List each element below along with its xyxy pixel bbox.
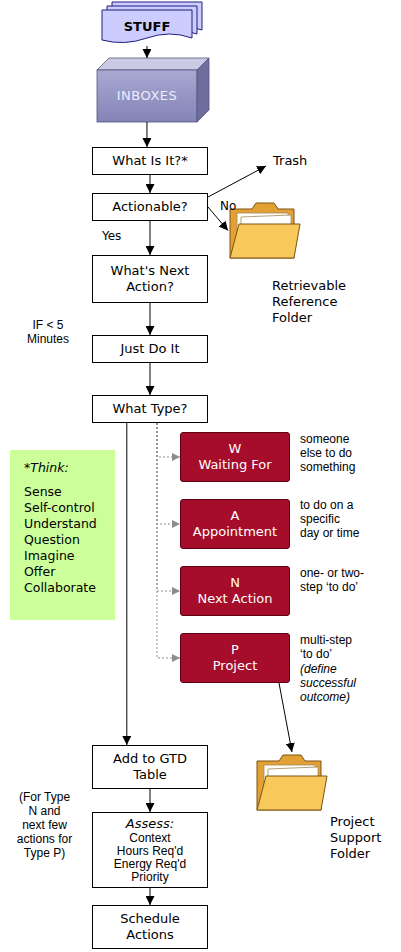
note-box: *Think: Sense Self-control Understand Que… — [10, 450, 115, 620]
inbox-box: INBOXES — [97, 58, 209, 122]
arrow-connector — [150, 221, 151, 255]
type-box: NNext Action — [180, 566, 290, 616]
box-top — [97, 58, 209, 70]
node-text: Add to GTD Table — [97, 751, 203, 783]
node-text: What's Next Action? — [97, 263, 203, 295]
document-page — [102, 10, 192, 43]
node-text: Actionable? — [112, 199, 187, 215]
annotation-text: Trash — [273, 153, 307, 169]
type-box: PProject — [180, 633, 290, 683]
dotted-connector — [157, 423, 180, 457]
arrow-connector — [150, 303, 151, 335]
node-text: Appointment — [193, 524, 277, 540]
trash-arrow — [208, 166, 266, 197]
decision-box: What Type? — [92, 395, 208, 423]
edge-label: Yes — [102, 229, 121, 243]
document-stack: STUFF — [102, 2, 204, 46]
node-text: Just Do It — [120, 341, 179, 357]
arrow-connector — [150, 363, 151, 395]
node-shape — [255, 752, 395, 870]
node-text: INBOXES — [97, 88, 197, 104]
node-text: What Is It?* — [112, 153, 187, 169]
node-text: *Think: — [24, 460, 109, 476]
process-box: Just Do It — [92, 335, 208, 363]
box-side — [197, 58, 209, 122]
annotation-text: one- or two-step ‘to do’ — [300, 566, 370, 594]
process-box: What Is It?* — [92, 147, 208, 175]
annotation-text: (For Type N and next few actions for Typ… — [16, 790, 73, 860]
folder-front — [230, 224, 300, 258]
node-text: W — [229, 441, 242, 457]
node-text: Schedule Actions — [97, 911, 203, 943]
arrow-connector — [126, 423, 127, 745]
dotted-connector — [157, 423, 180, 524]
type-box: WWaiting For — [180, 432, 290, 482]
dotted-connector — [157, 423, 180, 658]
annotation-text: someone else to do something — [300, 432, 360, 474]
node-text: Project — [213, 658, 257, 674]
process-box: Add to GTD Table — [92, 745, 208, 789]
node-text: Assess: — [126, 816, 174, 832]
edge-label: No — [220, 199, 236, 213]
type-box: AAppointment — [180, 499, 290, 549]
node-text: Project Support Folder — [330, 814, 392, 862]
node-text: N — [230, 575, 240, 591]
arrow-connector — [150, 888, 151, 905]
process-box: What's Next Action? — [92, 255, 208, 303]
process-box: Schedule Actions — [92, 905, 208, 949]
annotation-text: multi-step ‘to do’ — [300, 633, 360, 661]
node-text: Sense Self-control Understand Question I… — [24, 484, 109, 596]
arrow-connector — [146, 122, 147, 147]
dotted-connector — [157, 423, 180, 591]
annotation-text: to do on a specific day or time — [300, 498, 361, 540]
node-text: What Type? — [112, 401, 187, 417]
box-front — [97, 70, 197, 122]
annotation-text: IF < 5 Minutes — [18, 318, 78, 346]
reference-folder: Retrievable Reference Folder — [228, 200, 368, 322]
node-text: Waiting For — [198, 457, 271, 473]
project-folder: Project Support Folder — [255, 752, 395, 870]
arrow-connector — [146, 46, 147, 58]
node-text: Context Hours Req'd Energy Req'd Priorit… — [113, 832, 188, 884]
node-text: A — [231, 508, 240, 524]
node-text: STUFF — [102, 19, 192, 35]
arrow-connector — [279, 683, 292, 752]
folder-front — [257, 776, 327, 810]
node-text: Retrievable Reference Folder — [272, 278, 364, 326]
node-text: P — [231, 642, 239, 658]
assess-box: Assess:Context Hours Req'd Energy Req'd … — [92, 812, 208, 888]
decision-box: Actionable? — [92, 193, 208, 221]
node-text: Next Action — [197, 591, 272, 607]
arrow-connector — [150, 789, 151, 812]
arrow-connector — [150, 175, 151, 193]
annotation-text: (define successful outcome) — [300, 662, 390, 704]
